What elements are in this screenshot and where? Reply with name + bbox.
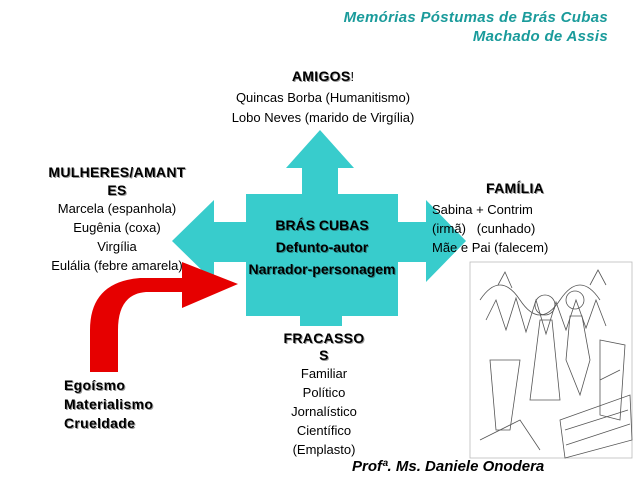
center-line-name: BRÁS CUBAS bbox=[222, 214, 422, 236]
funeral-sketch bbox=[470, 262, 632, 458]
mulheres-item: Virgília bbox=[32, 237, 202, 256]
mulheres-item: Marcela (espanhola) bbox=[32, 199, 202, 218]
center-line-role: Defunto-autor bbox=[222, 236, 422, 258]
vices-group: Egoísmo Materialismo Crueldade bbox=[64, 376, 153, 433]
mulheres-heading-cont: ES bbox=[32, 181, 202, 199]
mulheres-heading: MULHERES/AMANT bbox=[32, 163, 202, 181]
familia-heading: FAMÍLIA bbox=[486, 180, 544, 196]
fracassos-group: FRACASSO S Familiar Político Jornalístic… bbox=[262, 330, 386, 459]
familia-item: (irmã) (cunhado) bbox=[432, 219, 548, 238]
amigos-item: Lobo Neves (marido de Virgília) bbox=[206, 108, 440, 128]
author-credit: Profª. Ms. Daniele Onodera bbox=[352, 458, 544, 475]
amigos-group: AMIGOS! Quincas Borba (Humanitismo) Lobo… bbox=[206, 68, 440, 128]
arrow-down-stem bbox=[300, 314, 342, 326]
mulheres-item: Eulália (febre amarela) bbox=[32, 256, 202, 275]
mulheres-group: MULHERES/AMANT ES Marcela (espanhola) Eu… bbox=[32, 163, 202, 275]
center-label: BRÁS CUBAS Defunto-autor Narrador-person… bbox=[222, 214, 422, 280]
amigos-suffix: ! bbox=[350, 69, 354, 84]
vice-item: Egoísmo bbox=[64, 376, 153, 395]
familia-item: Mãe e Pai (falecem) bbox=[432, 238, 548, 257]
arrow-up bbox=[286, 130, 354, 196]
red-curved-arrow bbox=[90, 262, 238, 372]
fracassos-heading-cont: S bbox=[262, 347, 386, 364]
vice-item: Crueldade bbox=[64, 414, 153, 433]
fracassos-item: Familiar bbox=[262, 364, 386, 383]
mulheres-item: Eugênia (coxa) bbox=[32, 218, 202, 237]
fracassos-item: (Emplasto) bbox=[262, 440, 386, 459]
amigos-item: Quincas Borba (Humanitismo) bbox=[206, 88, 440, 108]
fracassos-item: Jornalístico bbox=[262, 402, 386, 421]
vice-item: Materialismo bbox=[64, 395, 153, 414]
amigos-heading: AMIGOS bbox=[292, 68, 351, 84]
fracassos-item: Político bbox=[262, 383, 386, 402]
fracassos-heading: FRACASSO bbox=[262, 330, 386, 347]
familia-item: Sabina + Contrim bbox=[432, 200, 548, 219]
familia-group: Sabina + Contrim (irmã) (cunhado) Mãe e … bbox=[432, 200, 548, 257]
center-line-role2: Narrador-personagem bbox=[222, 258, 422, 280]
fracassos-item: Científico bbox=[262, 421, 386, 440]
